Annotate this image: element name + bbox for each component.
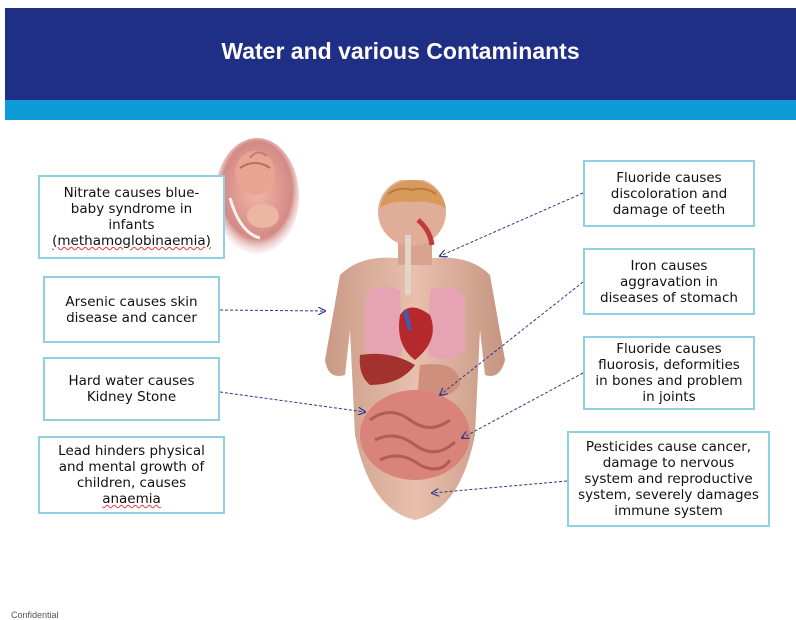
callout-pesticides: Pesticides cause cancer, damage to nervo… (567, 431, 770, 527)
callout-fluoride-bones: Fluoride causes fluorosis, deformities i… (583, 336, 755, 410)
baby-image (215, 138, 300, 256)
footer-confidential: Confidential (11, 610, 59, 620)
callout-nitrate: Nitrate causes blue- baby syndrome in in… (38, 175, 225, 259)
callout-iron: Iron causes aggravation in diseases of s… (583, 248, 755, 315)
title-bar: Water and various Contaminants (5, 8, 796, 100)
callout-fluoride-teeth: Fluoride causes discoloration and damage… (583, 160, 755, 227)
callout-arsenic: Arsenic causes skin disease and cancer (43, 276, 220, 343)
callout-hard-water: Hard water causes Kidney Stone (43, 357, 220, 421)
human-anatomy-figure (300, 180, 530, 520)
slide-title: Water and various Contaminants (5, 38, 796, 65)
callout-lead: Lead hinders physical and mental growth … (38, 436, 225, 514)
title-stripe (5, 100, 796, 120)
